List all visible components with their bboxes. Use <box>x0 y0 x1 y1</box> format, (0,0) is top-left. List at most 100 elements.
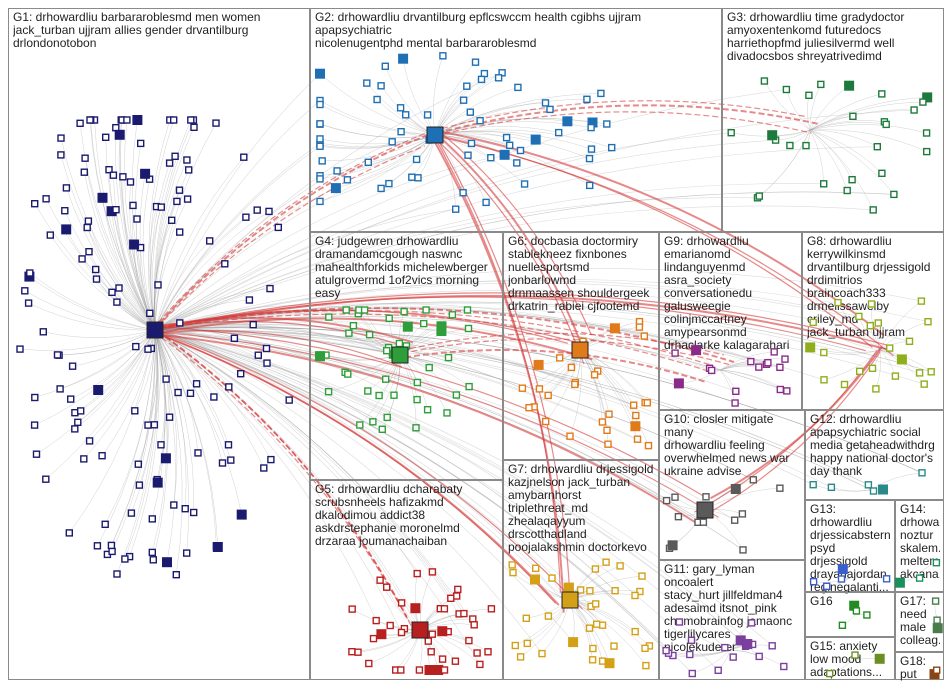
graph-node-g9 <box>709 367 715 373</box>
graph-node-g1 <box>153 478 162 487</box>
graph-node-g1 <box>151 422 157 428</box>
graph-node-g11 <box>663 648 669 654</box>
graph-node-g1 <box>149 549 155 555</box>
graph-node-g8 <box>842 382 848 388</box>
graph-node-g10 <box>732 517 738 523</box>
graph-node-g1 <box>238 371 244 377</box>
graph-node-g1 <box>130 240 139 249</box>
graph-node-g1 <box>103 134 109 140</box>
graph-node-g2 <box>488 155 494 161</box>
graph-node-g6 <box>599 419 605 425</box>
graph-node-g5 <box>485 649 491 655</box>
graph-node-g4 <box>326 389 332 395</box>
graph-node-g4 <box>449 312 455 318</box>
graph-node-g2 <box>378 83 384 89</box>
graph-node-g1 <box>173 572 179 578</box>
graph-node-g1 <box>184 157 190 163</box>
graph-node-g3 <box>844 188 850 194</box>
graph-node-g8 <box>925 319 931 325</box>
graph-node-g7 <box>545 613 551 619</box>
graph-node-g1 <box>177 320 183 326</box>
graph-node-g5 <box>455 586 461 592</box>
graph-node-g2 <box>473 59 479 65</box>
graph-node-g16 <box>853 608 859 614</box>
graph-node-g1 <box>98 193 107 202</box>
graph-node-g2 <box>587 156 593 162</box>
graph-node-g1 <box>108 542 114 548</box>
graph-node-g11 <box>676 619 682 625</box>
graph-node-g8 <box>892 373 898 379</box>
graph-node-g1 <box>145 346 151 352</box>
graph-node-g8 <box>821 350 827 356</box>
graph-node-g12 <box>879 485 888 494</box>
graph-node-g1 <box>62 208 68 214</box>
graph-node-g5 <box>461 611 467 617</box>
graph-node-g7 <box>643 663 649 669</box>
graph-node-g2 <box>415 175 421 181</box>
graph-node-g2 <box>563 117 572 126</box>
graph-node-g1 <box>135 461 141 467</box>
graph-node-g3 <box>806 92 812 98</box>
graph-node-g7 <box>603 559 609 565</box>
graph-node-g8 <box>873 386 879 392</box>
graph-node-g4 <box>345 371 351 377</box>
graph-node-g2 <box>398 129 404 135</box>
graph-node-g7 <box>531 575 540 584</box>
graph-node-g1 <box>228 457 234 463</box>
graph-node-g4 <box>401 309 407 315</box>
graph-node-g1 <box>191 510 197 516</box>
graph-node-g13 <box>839 576 845 582</box>
graph-node-g1 <box>81 456 87 462</box>
graph-node-g4 <box>413 425 419 431</box>
graph-node-g1 <box>286 397 292 403</box>
graph-node-g17 <box>933 598 939 604</box>
graph-node-g1 <box>184 550 190 556</box>
graph-node-g7 <box>617 563 623 569</box>
graph-node-g2 <box>483 199 489 205</box>
graph-node-g2 <box>609 145 615 151</box>
graph-node-g1 <box>128 179 134 185</box>
graph-node-g5 <box>387 623 393 629</box>
graph-node-g9 <box>777 364 783 370</box>
graph-node-g4 <box>350 323 356 329</box>
graph-node-g6 <box>631 402 637 408</box>
graph-node-g6 <box>641 333 647 339</box>
graph-node-g1 <box>177 187 183 193</box>
graph-node-g4 <box>446 355 452 361</box>
graph-node-g2 <box>504 135 510 141</box>
graph-node-g1 <box>133 116 142 125</box>
graph-node-g11 <box>715 667 721 673</box>
graph-node-g1 <box>138 140 144 146</box>
graph-node-g1 <box>150 557 156 563</box>
graph-node-g2 <box>409 174 415 180</box>
graph-node-g4 <box>384 348 390 354</box>
graph-node-g6 <box>631 422 640 431</box>
graph-node-g9 <box>748 359 754 365</box>
graph-node-g2 <box>440 53 446 59</box>
graph-node-g7 <box>533 565 539 571</box>
graph-node-g7 <box>524 640 530 646</box>
graph-node-g2 <box>604 121 610 127</box>
graph-node-g10 <box>675 514 681 520</box>
graph-node-g4 <box>444 410 450 416</box>
graph-node-g5 <box>474 650 480 656</box>
graph-node-g4 <box>343 307 349 313</box>
graph-node-g11 <box>689 671 695 677</box>
graph-node-g4 <box>403 322 412 331</box>
graph-node-g2 <box>365 159 371 165</box>
graph-node-g1 <box>155 282 161 288</box>
graph-node-g1 <box>47 232 53 238</box>
graph-node-g2 <box>588 125 594 131</box>
graph-node-g7 <box>549 575 555 581</box>
graph-node-g8 <box>921 381 927 387</box>
graph-node-g5 <box>355 649 361 655</box>
graph-node-g7 <box>510 570 516 576</box>
graph-node-g7 <box>569 638 578 647</box>
graph-node-g1 <box>172 153 178 159</box>
graph-node-g1 <box>120 174 126 180</box>
graph-node-g2 <box>399 54 408 63</box>
graph-node-g1 <box>213 543 222 552</box>
graph-node-g1 <box>275 224 281 230</box>
hub-node-g4 <box>392 347 408 363</box>
graph-node-g9 <box>756 364 762 370</box>
